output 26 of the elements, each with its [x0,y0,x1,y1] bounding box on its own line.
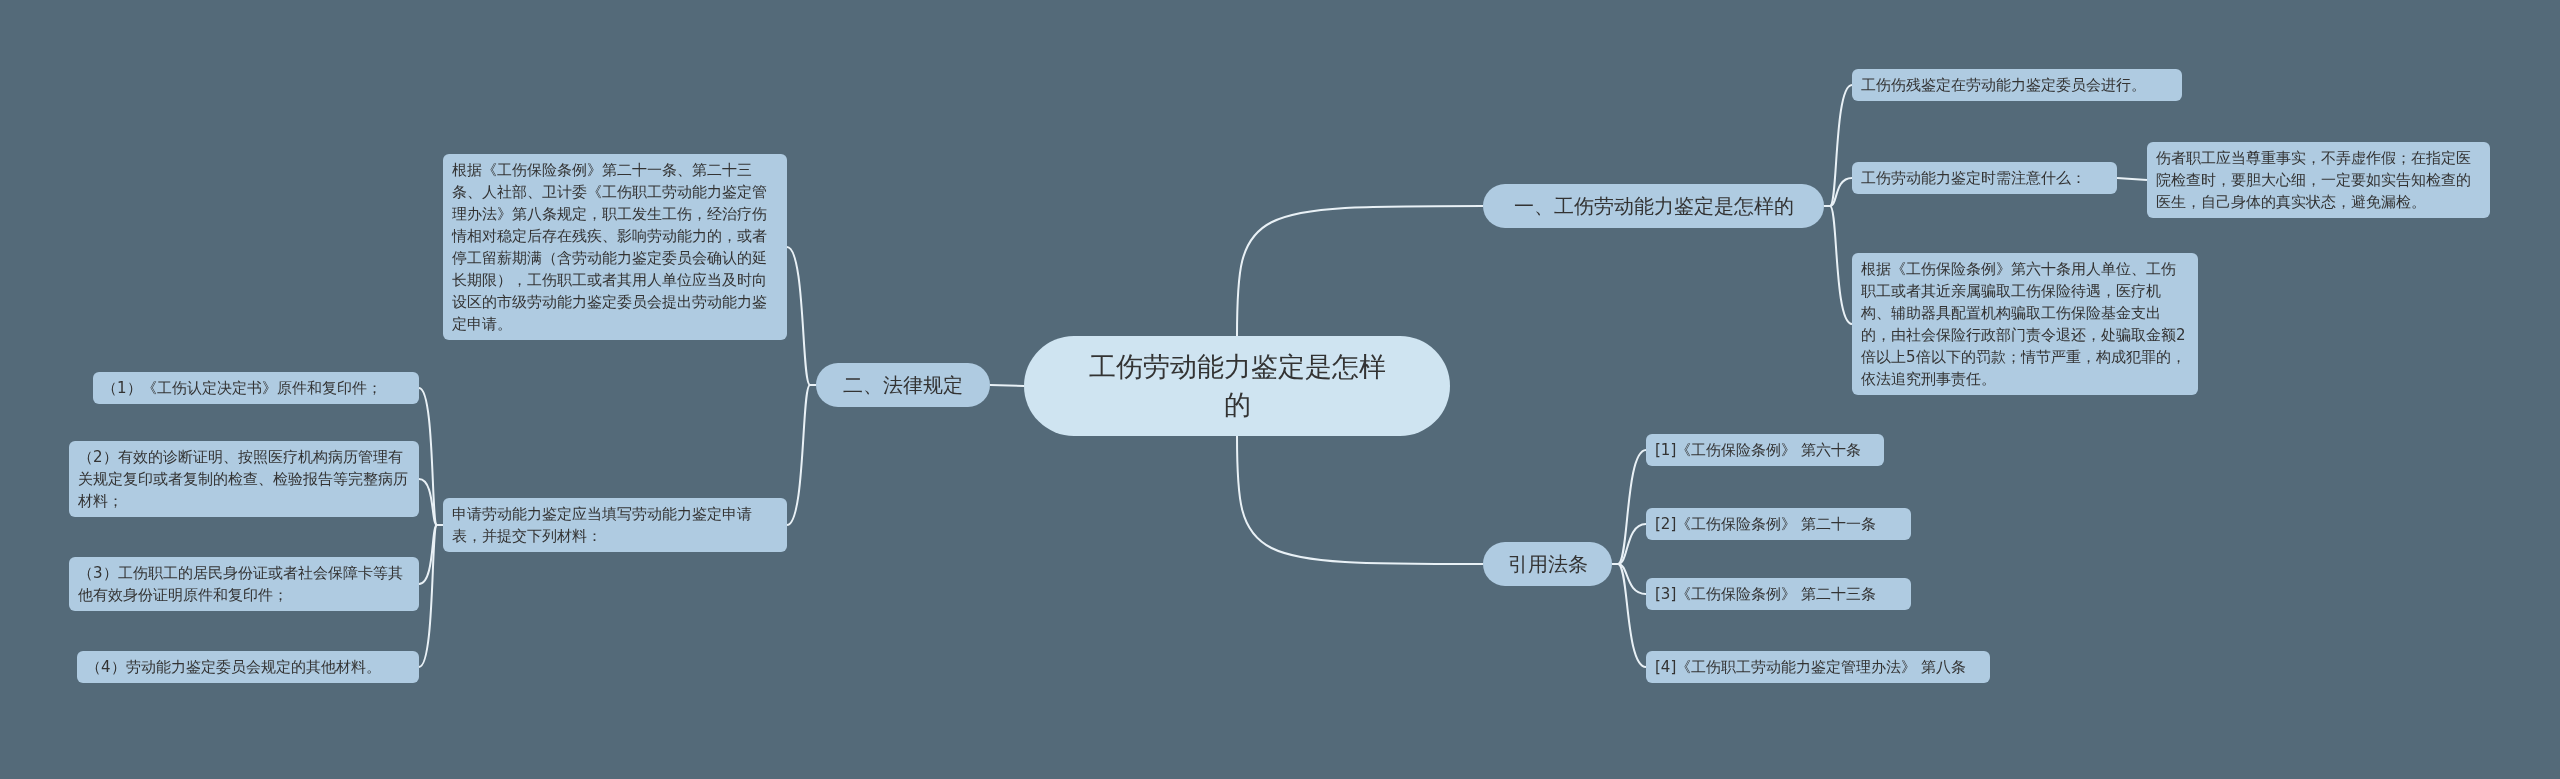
connector-line [1236,435,1484,565]
connector-line [989,384,1025,387]
topic-box: （2）有效的诊断证明、按照医疗机构病历管理有关规定复印或者复制的检查、检验报告等完整病历材料； [69,441,419,517]
topic-box: 根据《工伤保险条例》第二十一条、第二十三条、人社部、卫计委《工伤职工劳动能力鉴定管理办法》第八条规定，职工发生工伤，经治疗伤情相对稳定后存在残疾、影响劳动能力的，或者停工留薪期满（含劳动能力鉴定委员会确认的延长期限），工伤职工或者其用人单位应当及时向设区的市级劳动能力鉴定委员会提出劳动能力鉴定申请。 [443,154,787,340]
topic-box: [3]《工伤保险条例》 第二十三条 [1646,578,1911,610]
topic-box: （3）工伤职工的居民身份证或者社会保障卡等其他有效身份证明原件和复印件； [69,557,419,611]
connector-line [1236,205,1484,337]
topic-box: [2]《工伤保险条例》 第二十一条 [1646,508,1911,540]
connector-line [418,524,444,668]
topic-box: 工伤伤残鉴定在劳动能力鉴定委员会进行。 [1852,69,2182,101]
topic-box: （4）劳动能力鉴定委员会规定的其他材料。 [77,651,419,683]
topic-box: 工伤劳动能力鉴定时需注意什么： [1852,162,2117,194]
branch-topic: 二、法律规定 [816,363,990,407]
topic-box: 申请劳动能力鉴定应当填写劳动能力鉴定申请表，并提交下列材料： [443,498,787,552]
connector-line [1823,205,1853,325]
topic-box: 根据《工伤保险条例》第六十条用人单位、工伤职工或者其近亲属骗取工伤保险待遇，医疗机构、辅助器具配置机构骗取工伤保险基金支出的，由社会保险行政部门责令退还，处骗取金额2倍以上5倍以下的罚款；情节严重，构成犯罪的，依法追究刑事责任。 [1852,253,2198,395]
topic-box: 伤者职工应当尊重事实，不弄虚作假；在指定医院检查时，要胆大心细，一定要如实告知检查的医生，自己身体的真实状态，避免漏检。 [2147,142,2490,218]
connector-line [1611,563,1647,668]
topic-box: [1]《工伤保险条例》 第六十条 [1646,434,1884,466]
connector-line [786,384,817,526]
topic-box: [4]《工伤职工劳动能力鉴定管理办法》 第八条 [1646,651,1990,683]
central-topic: 工伤劳动能力鉴定是怎样的 [1024,336,1450,436]
branch-topic: 一、工伤劳动能力鉴定是怎样的 [1483,184,1824,228]
connector-line [2116,177,2148,181]
topic-box: （1）《工伤认定决定书》原件和复印件； [93,372,419,404]
branch-topic: 引用法条 [1483,542,1612,586]
